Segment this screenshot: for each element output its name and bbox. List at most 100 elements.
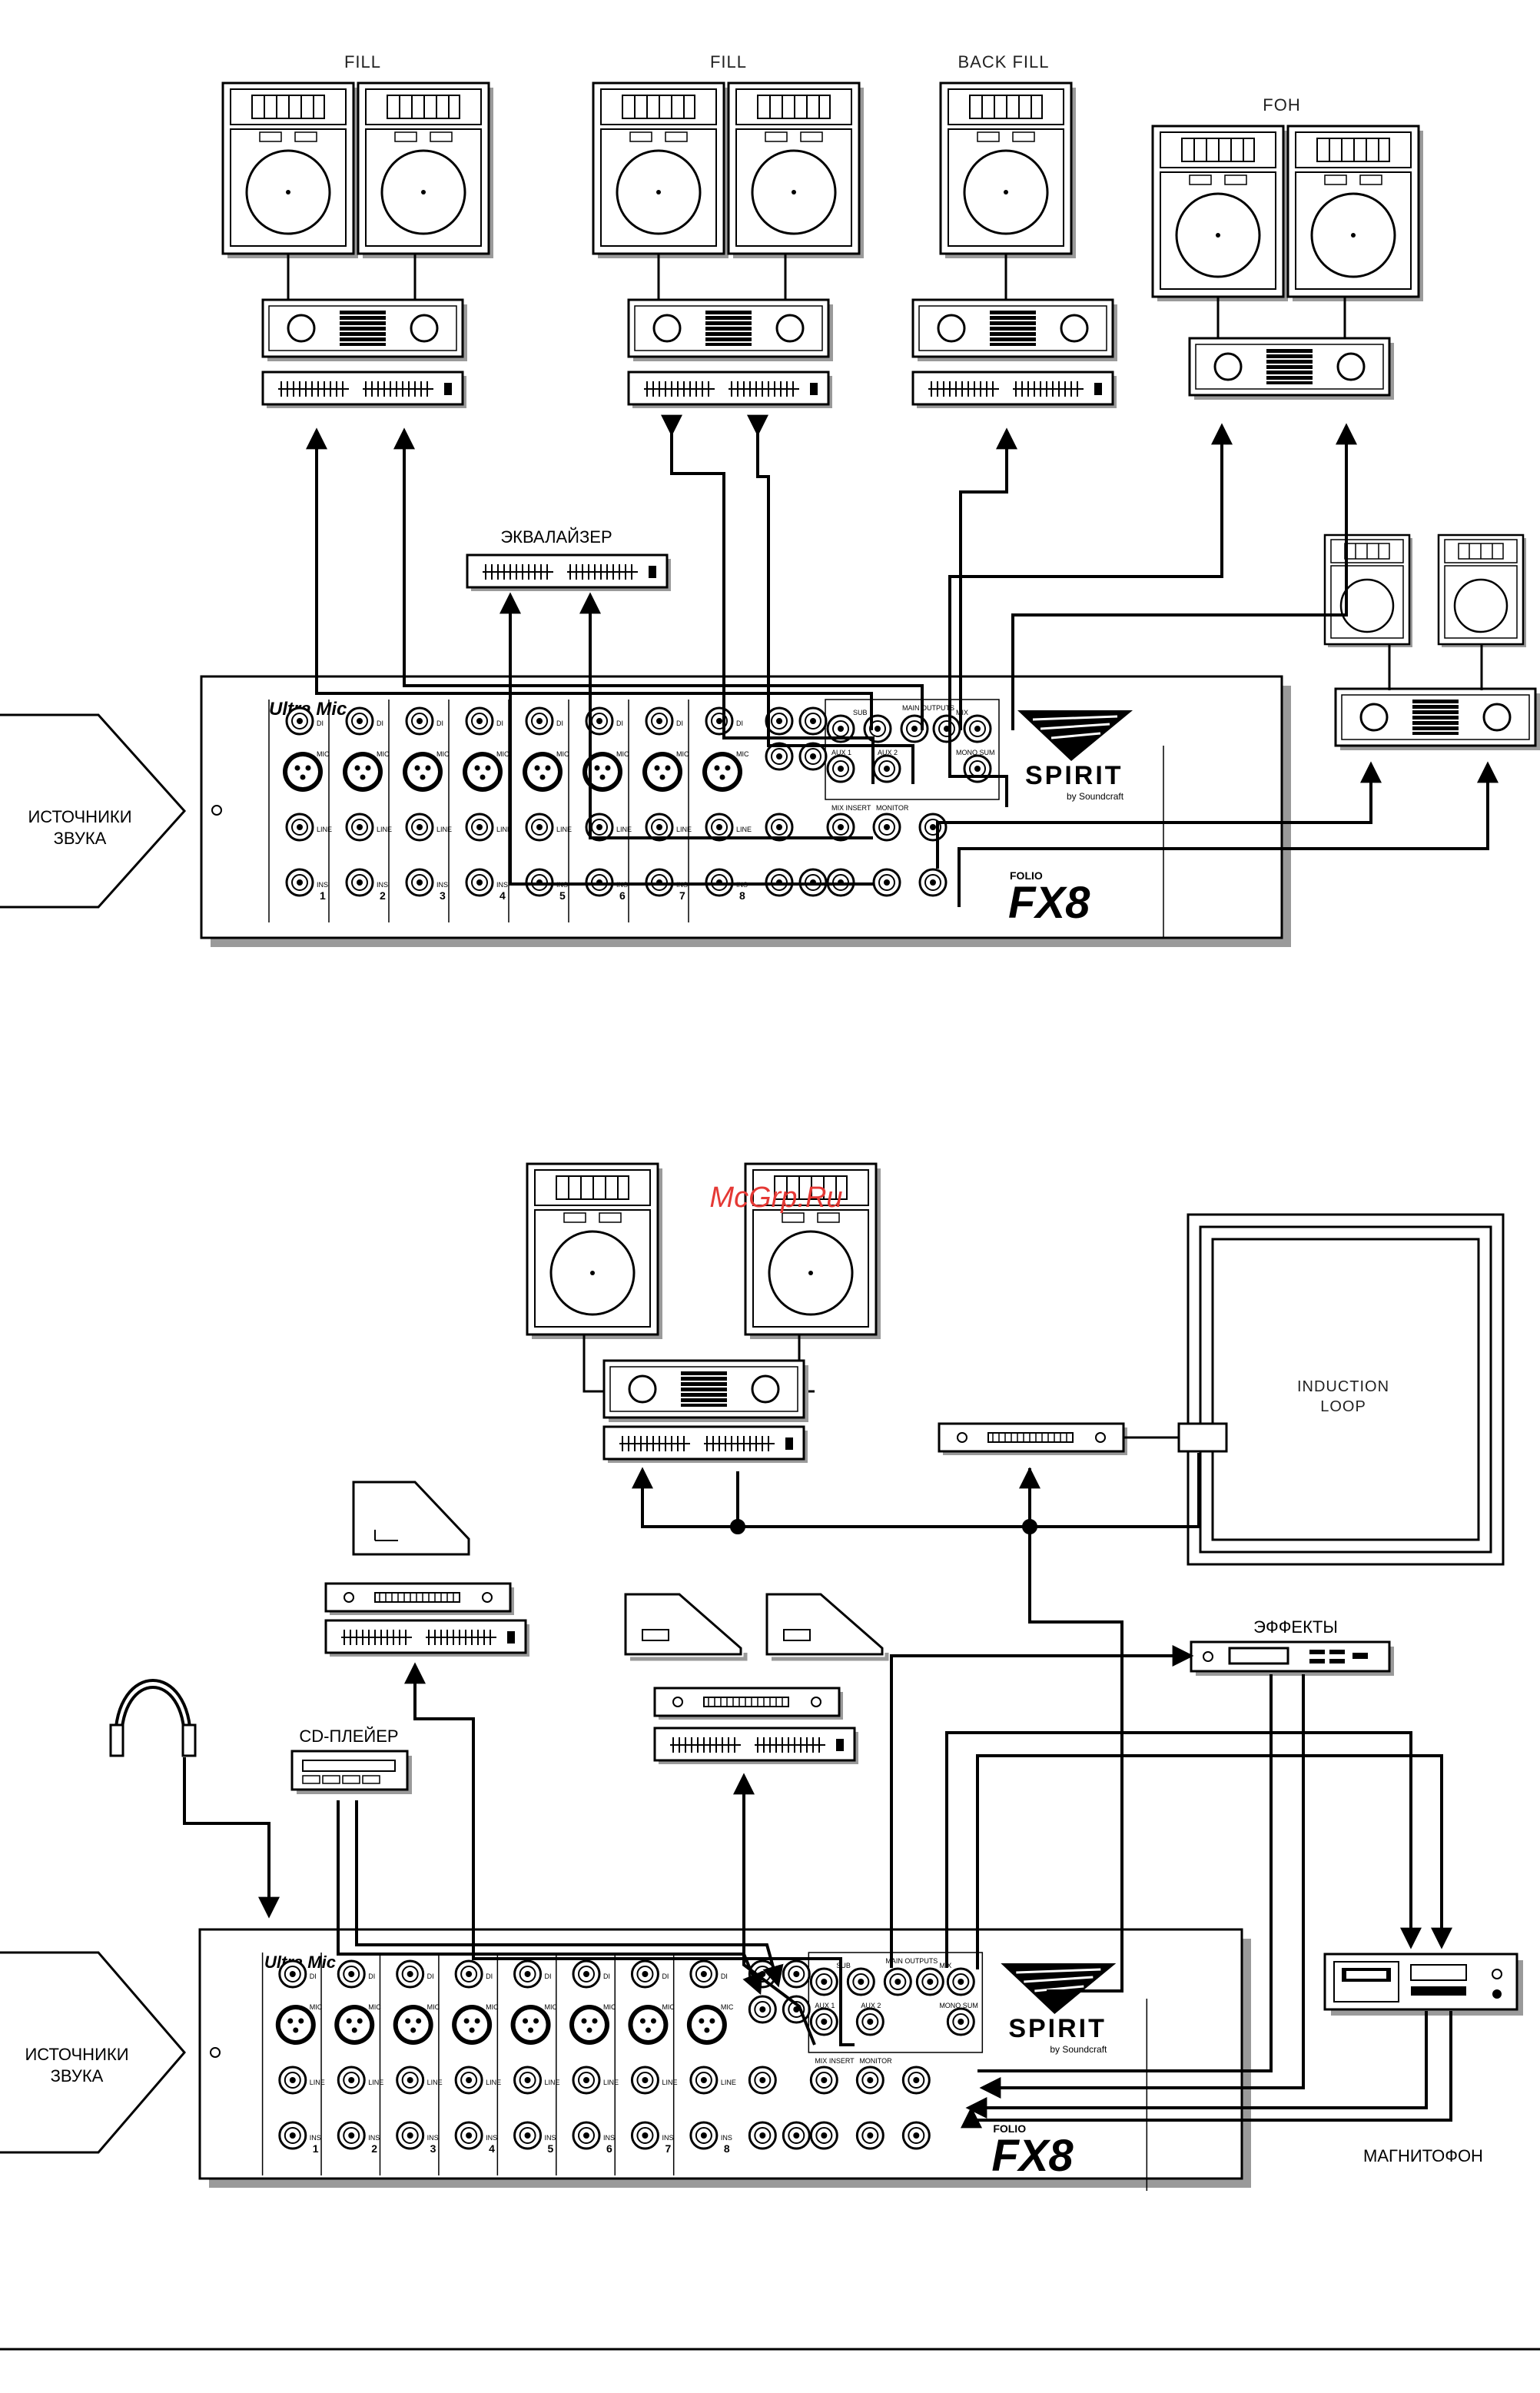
line-jack-icon[interactable] [645, 813, 674, 842]
stereo-jack-icon[interactable] [765, 813, 794, 842]
line-jack-icon[interactable] [278, 2066, 307, 2095]
rca-out-icon[interactable] [901, 2066, 931, 2095]
line-jack-icon[interactable] [405, 813, 434, 842]
rca-jack-icon[interactable] [765, 706, 794, 736]
di-label: DI [545, 1973, 552, 1980]
ins-label: INS [545, 2134, 556, 2142]
monitor-jack-icon[interactable] [855, 2121, 885, 2150]
output-jack-icon[interactable] [932, 714, 961, 743]
mix-insert-jack-icon[interactable] [826, 813, 855, 842]
aux-jack-icon[interactable] [855, 2007, 885, 2036]
line-jack-icon[interactable] [465, 813, 494, 842]
insert-jack-icon[interactable] [513, 2121, 543, 2150]
brand-name: SPIRIT [1025, 761, 1123, 790]
line-jack-icon[interactable] [285, 813, 314, 842]
output-jack-icon[interactable] [809, 1967, 838, 1996]
di-label: DI [662, 1973, 669, 1980]
di-jack-icon[interactable] [278, 1959, 307, 1989]
mono-sum-jack-icon[interactable] [946, 2007, 975, 2036]
mix-insert-jack-icon[interactable] [809, 2121, 838, 2150]
insert-jack-icon[interactable] [454, 2121, 483, 2150]
model-prefix: FOLIO [993, 2122, 1026, 2135]
induction-loop-label: INDUCTION [1297, 1378, 1389, 1395]
rca-out-icon[interactable] [918, 813, 948, 842]
insert-jack-icon[interactable] [396, 2121, 425, 2150]
insert-jack-icon[interactable] [337, 2121, 366, 2150]
mix-label: MIX [956, 709, 968, 716]
aux1-label: AUX 1 [815, 2002, 835, 2009]
insert-jack-icon[interactable] [285, 868, 314, 897]
di-jack-icon[interactable] [630, 1959, 659, 1989]
insert-jack-icon[interactable] [630, 2121, 659, 2150]
crossover-icon [324, 1582, 516, 1617]
channel-number: 1 [313, 2142, 319, 2155]
rca-jack-icon[interactable] [765, 742, 794, 771]
line-jack-icon[interactable] [689, 2066, 719, 2095]
di-jack-icon[interactable] [337, 1959, 366, 1989]
rca-jack-icon[interactable] [798, 706, 828, 736]
aux-jack-icon[interactable] [826, 754, 855, 783]
aux-jack-icon[interactable] [809, 2007, 838, 2036]
insert-jack-icon[interactable] [572, 2121, 601, 2150]
output-jack-icon[interactable] [883, 1967, 912, 1996]
monitor-jack-icon[interactable] [872, 813, 901, 842]
main-outputs-label: MAIN OUTPUTS [902, 704, 954, 712]
line-jack-icon[interactable] [396, 2066, 425, 2095]
sound-sources-shape [0, 713, 187, 909]
line-jack-icon[interactable] [525, 813, 554, 842]
line-jack-icon[interactable] [454, 2066, 483, 2095]
line-jack-icon[interactable] [345, 813, 374, 842]
output-jack-icon[interactable] [846, 1967, 875, 1996]
rca-jack-icon[interactable] [782, 1959, 811, 1989]
di-jack-icon[interactable] [405, 706, 434, 736]
insert-jack-icon[interactable] [465, 868, 494, 897]
stereo-jack-icon[interactable] [748, 2121, 777, 2150]
amplifier-icon [1188, 337, 1396, 401]
di-jack-icon[interactable] [525, 706, 554, 736]
di-jack-icon[interactable] [513, 1959, 543, 1989]
di-jack-icon[interactable] [689, 1959, 719, 1989]
rca-jack-icon[interactable] [748, 1995, 777, 2024]
amplifier-icon [261, 298, 469, 363]
watermark-text: McGrp.Ru [709, 1182, 842, 1214]
di-jack-icon[interactable] [705, 706, 734, 736]
di-jack-icon[interactable] [454, 1959, 483, 1989]
line-jack-icon[interactable] [337, 2066, 366, 2095]
line-jack-icon[interactable] [705, 813, 734, 842]
mix-insert-jack-icon[interactable] [809, 2066, 838, 2095]
stereo-jack-icon[interactable] [782, 2121, 811, 2150]
output-jack-icon[interactable] [963, 714, 992, 743]
brand-byline: by Soundcraft [1050, 2044, 1107, 2055]
line-jack-icon[interactable] [572, 2066, 601, 2095]
rca-out-icon[interactable] [918, 868, 948, 897]
insert-jack-icon[interactable] [345, 868, 374, 897]
di-jack-icon[interactable] [465, 706, 494, 736]
monitor-jack-icon[interactable] [872, 868, 901, 897]
di-jack-icon[interactable] [345, 706, 374, 736]
line-label: LINE [736, 826, 752, 833]
di-jack-icon[interactable] [572, 1959, 601, 1989]
di-jack-icon[interactable] [645, 706, 674, 736]
ins-label: INS [486, 2134, 497, 2142]
line-jack-icon[interactable] [513, 2066, 543, 2095]
channel-number: 4 [489, 2142, 495, 2155]
speaker-icon [1151, 125, 1289, 303]
insert-jack-icon[interactable] [405, 868, 434, 897]
line-jack-icon[interactable] [630, 2066, 659, 2095]
tape-recorder [1323, 1953, 1523, 2016]
ins-label: INS [310, 2134, 321, 2142]
stereo-jack-icon[interactable] [748, 2066, 777, 2095]
effects-unit [1190, 1640, 1394, 1676]
rca-jack-icon[interactable] [798, 742, 828, 771]
rca-out-icon[interactable] [901, 2121, 931, 2150]
aux-jack-icon[interactable] [872, 754, 901, 783]
monitor-jack-icon[interactable] [855, 2066, 885, 2095]
di-jack-icon[interactable] [396, 1959, 425, 1989]
insert-jack-icon[interactable] [689, 2121, 719, 2150]
di-jack-icon[interactable] [285, 706, 314, 736]
output-jack-icon[interactable] [915, 1967, 944, 1996]
insert-jack-icon[interactable] [278, 2121, 307, 2150]
di-label: DI [377, 720, 383, 727]
output-jack-icon[interactable] [946, 1967, 975, 1996]
equalizer-icon [261, 371, 468, 410]
